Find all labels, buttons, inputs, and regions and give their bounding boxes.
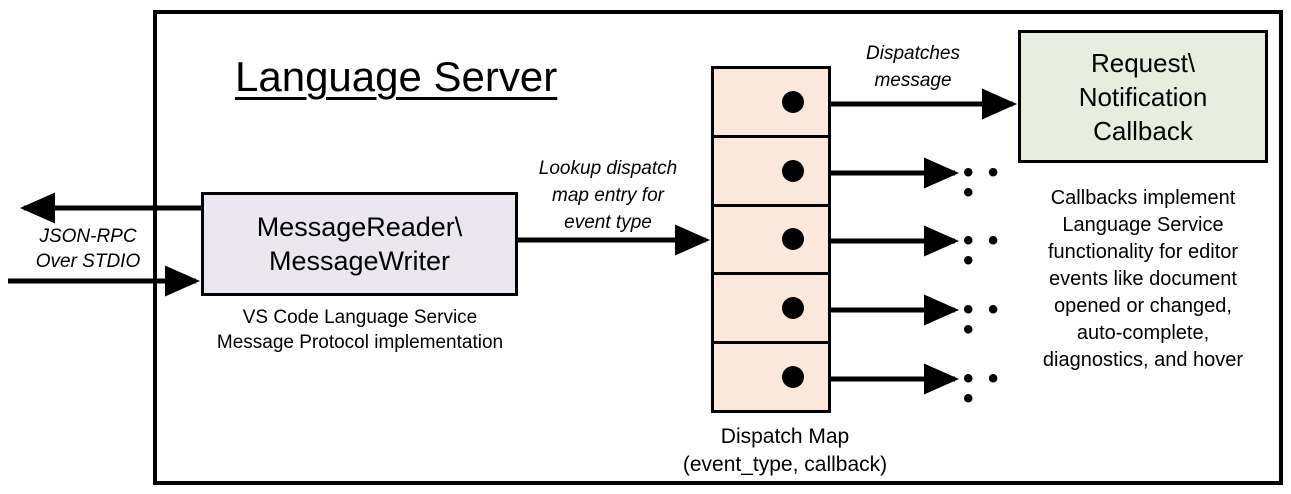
dispatch-caption-line1: Dispatch Map [720, 425, 850, 448]
callback-label-line3: Callback [1093, 115, 1193, 146]
callback-caption-line7: diagnostics, and hover [1042, 349, 1244, 371]
page-title: Language Server [235, 53, 558, 100]
lookup-label-line2: map entry for [552, 185, 664, 206]
dispatches-label-line1: Dispatches [866, 43, 960, 64]
ellipsis-mark: • • • [963, 293, 1002, 346]
callback-dot-icon [782, 90, 804, 113]
callback-label-line2: Notification [1078, 81, 1208, 112]
ellipsis-mark: • • • [963, 362, 1002, 415]
dispatches-label-line2: message [874, 70, 952, 91]
dispatch-map-table[interactable] [711, 66, 831, 413]
lookup-dispatch-label: Lookup dispatch map entry for event type [518, 155, 698, 236]
message-writer-label: MessageWriter [268, 246, 451, 276]
dispatches-message-label: Dispatches message [833, 40, 993, 94]
dispatch-map-row[interactable] [714, 207, 828, 276]
dispatch-map-row[interactable] [714, 275, 828, 345]
lookup-label-line1: Lookup dispatch [538, 158, 678, 179]
lookup-label-line3: event type [564, 212, 652, 233]
message-reader-writer-box[interactable]: MessageReader\ MessageWriter [201, 192, 518, 296]
dispatch-map-row[interactable] [714, 69, 828, 138]
callback-caption-line5: opened or changed, [1054, 295, 1232, 317]
dispatch-caption-line2: (event_type, callback) [682, 453, 888, 476]
callback-caption-line4: events like document [1049, 268, 1237, 290]
ellipsis-mark: • • • [963, 156, 1002, 209]
callback-dot-icon [782, 366, 804, 389]
callback-dot-icon [782, 159, 804, 182]
callback-caption-line1: Callbacks implement [1050, 187, 1236, 209]
message-reader-label: MessageReader\ [256, 212, 463, 242]
callback-label-line1: Request\ [1090, 47, 1196, 78]
dispatch-map-caption: Dispatch Map (event_type, callback) [640, 423, 930, 479]
ellipsis-mark: • • • [963, 224, 1002, 277]
language-server-frame [153, 10, 1283, 485]
callback-dot-icon [782, 297, 804, 320]
callback-caption: Callbacks implement Language Service fun… [1008, 185, 1278, 374]
callback-caption-line6: auto-complete, [1076, 322, 1210, 344]
callback-dot-icon [782, 228, 804, 251]
reader-caption-line1: VS Code Language Service [242, 307, 478, 328]
message-reader-caption: VS Code Language Service Message Protoco… [190, 305, 530, 355]
dispatch-map-row[interactable] [714, 344, 828, 410]
jsonrpc-label-line2: Over STDIO [35, 251, 141, 272]
dispatch-map-row[interactable] [714, 138, 828, 207]
callback-caption-line3: functionality for editor [1047, 241, 1239, 263]
jsonrpc-protocol-label: JSON-RPC Over STDIO [18, 224, 158, 274]
reader-caption-line2: Message Protocol implementation [216, 332, 504, 353]
request-notification-callback-box[interactable]: Request\ Notification Callback [1018, 30, 1268, 163]
callback-caption-line2: Language Service [1062, 214, 1224, 236]
jsonrpc-label-line1: JSON-RPC [39, 226, 137, 247]
